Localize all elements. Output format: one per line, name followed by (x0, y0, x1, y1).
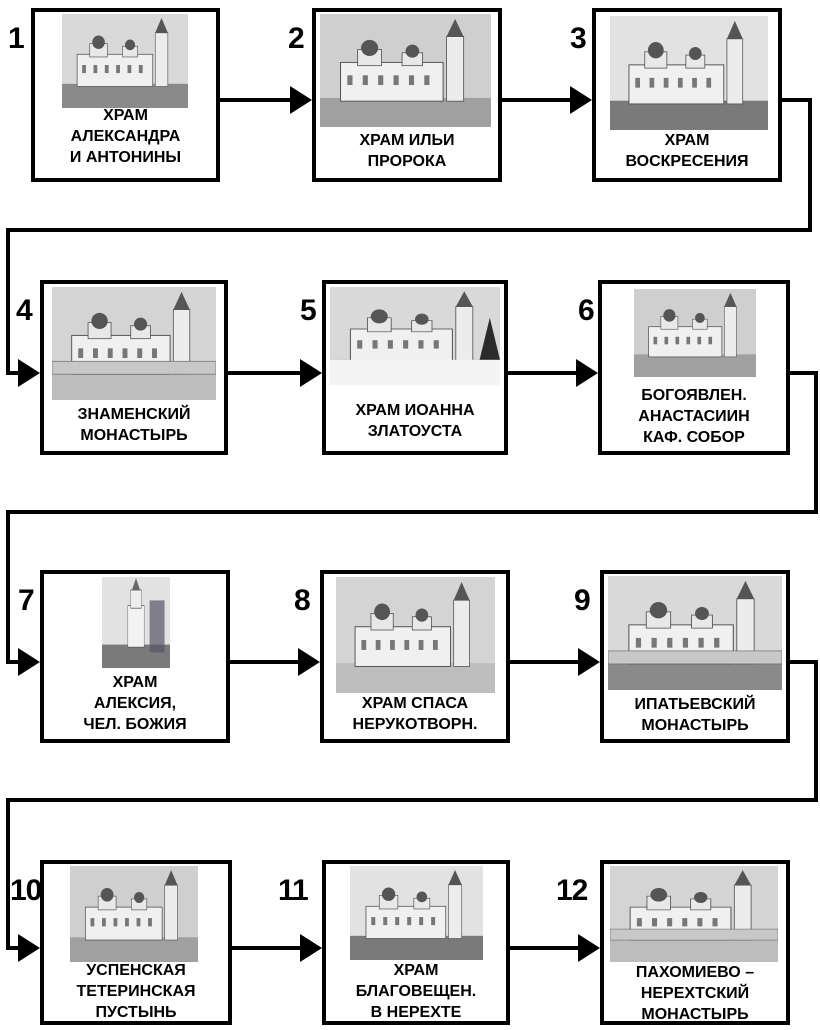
arrow-head (290, 86, 312, 114)
step-number: 1 (8, 22, 25, 55)
step-card: ЗНАМЕНСКИЙ МОНАСТЫРЬ (40, 280, 228, 455)
step-label: ХРАМ АЛЕКСАНДРА И АНТОНИНЫ (69, 107, 182, 166)
arrow-head (300, 359, 322, 387)
step-number: 7 (18, 584, 35, 617)
step-number: 6 (578, 294, 595, 327)
step-label: ХРАМ БЛАГОВЕЩЕН. В НЕРЕХТЕ (355, 962, 477, 1021)
step-card: ХРАМ БЛАГОВЕЩЕН. В НЕРЕХТЕ (322, 860, 510, 1025)
step-number: 8 (294, 584, 311, 617)
step-card: ХРАМ ИЛЬИ ПРОРОКА (312, 8, 502, 182)
arrow-head (570, 86, 592, 114)
step-card: ХРАМ АЛЕКСИЯ, ЧЕЛ. БОЖИЯ (40, 570, 230, 743)
church-photo (336, 577, 495, 693)
step-card: ХРАМ ИОАННА ЗЛАТОУСТА (322, 280, 508, 455)
cathedral-photo (634, 289, 756, 377)
monastery-photo (608, 576, 782, 690)
step-label: ХРАМ ИОАННА ЗЛАТОУСТА (355, 402, 475, 440)
step-card: ХРАМ АЛЕКСАНДРА И АНТОНИНЫ (31, 8, 220, 182)
step-number: 2 (288, 22, 305, 55)
step-number: 4 (16, 294, 33, 327)
step-label: ХРАМ ВОСКРЕСЕНИЯ (625, 132, 749, 170)
arrow-head (578, 648, 600, 676)
step-number: 12 (556, 874, 588, 907)
step-label: ХРАМ СПАСА НЕРУКОТВОРН. (352, 695, 478, 733)
step-card: ПАХОМИЕВО – НЕРЕХТСКИЙ МОНАСТЫРЬ (600, 860, 790, 1025)
bell-tower-photo (102, 577, 170, 668)
step-label: ХРАМ ИЛЬИ ПРОРОКА (359, 132, 455, 170)
monastery-photo (52, 287, 216, 400)
church-photo (610, 16, 768, 130)
wrap-connector-line (6, 371, 818, 664)
step-card: ИПАТЬЕВСКИЙ МОНАСТЫРЬ (600, 570, 790, 743)
church-winter-photo (330, 287, 500, 385)
step-number: 5 (300, 294, 317, 327)
step-number: 9 (574, 584, 591, 617)
step-number: 11 (278, 874, 309, 907)
step-number: 3 (570, 22, 587, 55)
monastery-photo (610, 866, 778, 962)
step-label: ЗНАМЕНСКИЙ МОНАСТЫРЬ (77, 406, 191, 444)
step-card: УСПЕНСКАЯ ТЕТЕРИНСКАЯ ПУСТЫНЬ (40, 860, 232, 1025)
arrow-head (298, 648, 320, 676)
church-photo (350, 866, 483, 960)
arrow-head (300, 934, 322, 962)
church-photo (70, 866, 198, 962)
step-label: ПАХОМИЕВО – НЕРЕХТСКИЙ МОНАСТЫРЬ (635, 964, 755, 1023)
step-label: ХРАМ АЛЕКСИЯ, ЧЕЛ. БОЖИЯ (83, 674, 187, 733)
step-label: БОГОЯВЛЕН. АНАСТАСИИН КАФ. СОБОР (638, 387, 750, 446)
arrow-head (18, 648, 40, 676)
step-card: ХРАМ ВОСКРЕСЕНИЯ (592, 8, 782, 182)
step-label: УСПЕНСКАЯ ТЕТЕРИНСКАЯ ПУСТЫНЬ (76, 962, 196, 1021)
wrap-connector-line (6, 660, 818, 950)
wrap-connector-line (6, 98, 812, 375)
arrow-head (18, 359, 40, 387)
arrow-head (576, 359, 598, 387)
step-label: ИПАТЬЕВСКИЙ МОНАСТЫРЬ (634, 696, 756, 734)
step-card: БОГОЯВЛЕН. АНАСТАСИИН КАФ. СОБОР (598, 280, 790, 455)
step-number: 10 (10, 874, 42, 907)
arrow-head (18, 934, 40, 962)
church-photo (62, 14, 188, 108)
church-photo (320, 14, 491, 127)
step-card: ХРАМ СПАСА НЕРУКОТВОРН. (320, 570, 510, 743)
arrow-head (578, 934, 600, 962)
